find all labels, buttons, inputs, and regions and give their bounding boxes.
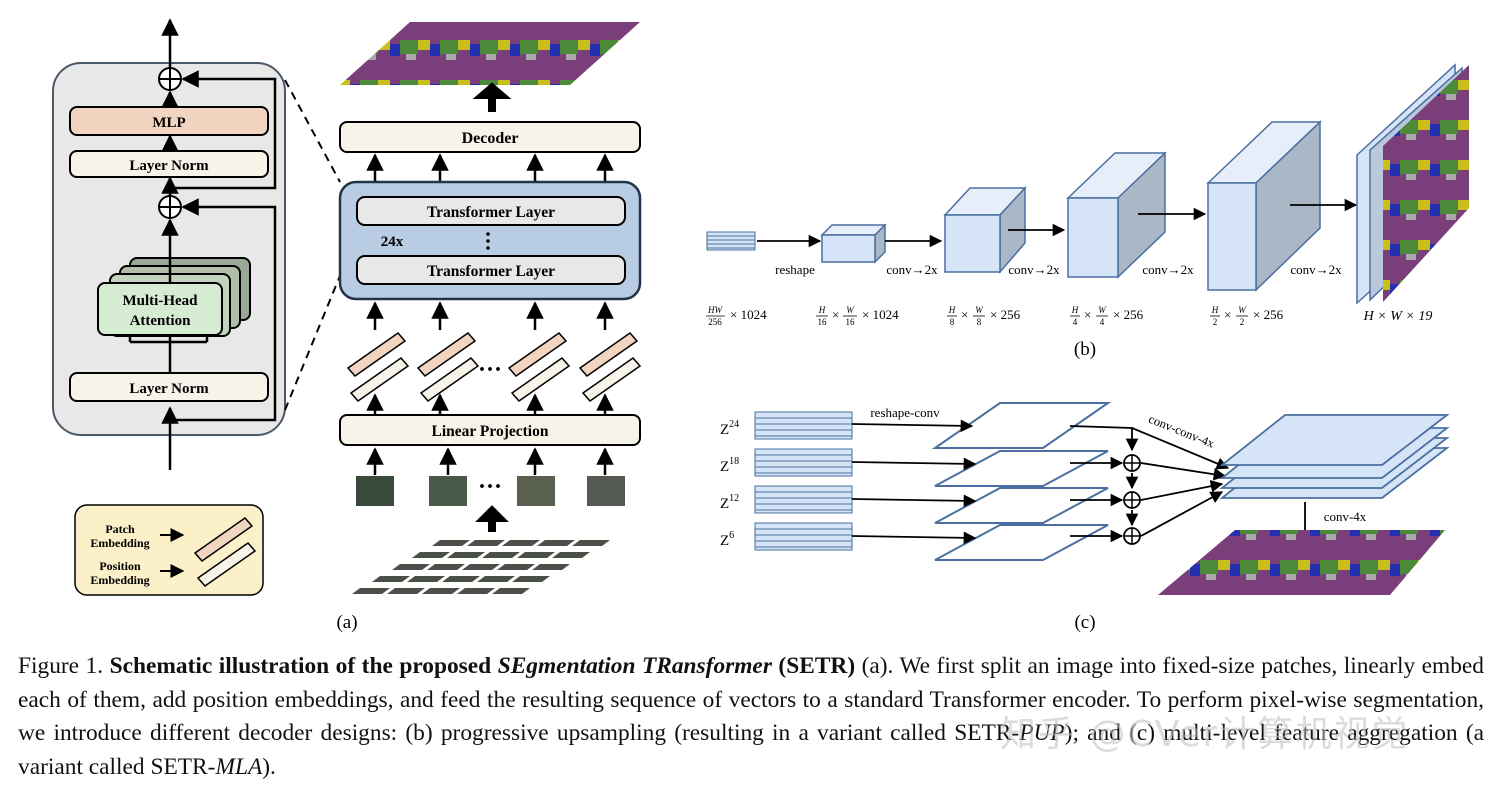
svg-text:×: × (961, 307, 968, 322)
conv-conv-4x-label: conv-conv-4x (1147, 412, 1217, 451)
caption-setr: (SETR) (778, 653, 856, 679)
z12-label: Z12 (720, 493, 739, 512)
svg-text:HW: HW (707, 305, 723, 315)
final-output-b (1356, 63, 1469, 305)
caption-mla: MLA (215, 753, 263, 780)
shape-label-2: H 8 × W 8 × 256 (947, 305, 1021, 327)
panel-b: reshape conv→2x conv→2x conv→2x (706, 63, 1469, 360)
watermark: 知乎 @CVer计算机视觉 (1000, 714, 1410, 755)
segmentation-output-a (340, 22, 640, 85)
decoder-label: Decoder (462, 130, 519, 147)
ellipsis-embeddings: ··· (478, 357, 502, 383)
sequence-stacks-c (754, 411, 853, 551)
svg-text:×: × (1084, 307, 1091, 322)
input-patch-grid (352, 540, 610, 594)
step-conv-1: conv→2x (886, 262, 938, 277)
caption-bold-italic: SEgmentation TRansformer (497, 653, 772, 679)
svg-text:8: 8 (977, 317, 982, 327)
shape-label-3: H 4 × W 4 × 256 (1070, 305, 1144, 327)
svg-text:16: 16 (846, 317, 856, 327)
step-conv-3: conv→2x (1142, 262, 1194, 277)
transformer-encoder-block: Multi-Head Attention Layer Norm Layer No… (52, 18, 286, 470)
shape-label-1: H 16 × W 16 × 1024 (816, 305, 899, 327)
svg-text:× 256: × 256 (990, 307, 1021, 322)
feature-planes (931, 402, 1112, 561)
caption-pup: PUP (1019, 720, 1065, 746)
attention-label-line1: Multi-Head (123, 293, 199, 309)
image-patches (356, 476, 625, 506)
figure-caption: Figure 1. Schematic illustration of the … (18, 650, 1484, 784)
svg-text:× 256: × 256 (1253, 307, 1284, 322)
svg-text:H: H (1211, 305, 1219, 315)
svg-text:4: 4 (1073, 317, 1078, 327)
patch-embeddings (346, 331, 642, 403)
svg-text:H: H (948, 305, 956, 315)
feature-cube-4 (1206, 120, 1322, 292)
layer-norm-top: Layer Norm (129, 158, 209, 174)
panel-b-label: (b) (1074, 339, 1096, 360)
sequence-stack (706, 231, 756, 251)
svg-text:256: 256 (708, 317, 722, 327)
svg-text:2: 2 (1213, 317, 1218, 327)
patch-embedding-label-2: Embedding (90, 536, 149, 550)
reshape-conv-label: reshape-conv (870, 405, 940, 420)
z18-label: Z18 (720, 456, 739, 475)
patch-embedding-label-1: Patch (105, 522, 135, 536)
attention-label-line2: Attention (130, 313, 191, 329)
svg-text:×: × (832, 307, 839, 322)
z6-label: Z6 (720, 530, 734, 549)
z24-label: Z24 (720, 419, 739, 438)
panel-c: Z24 Z18 Z12 Z6 reshape-conv (720, 402, 1450, 633)
position-embedding-label-1: Position (99, 559, 141, 573)
transformer-layer-bottom: Transformer Layer (427, 263, 555, 280)
svg-text:×: × (1224, 307, 1231, 322)
svg-text:16: 16 (818, 317, 828, 327)
ellipsis-patches: ··· (478, 474, 502, 500)
layer-norm-bottom: Layer Norm (129, 381, 209, 397)
svg-text:W: W (1238, 305, 1247, 315)
shape-label-0: HW 256 × 1024 (706, 305, 767, 327)
conv-4x-label: conv-4x (1324, 509, 1367, 524)
panel-c-label: (c) (1074, 612, 1095, 633)
final-shape-label: H × W × 19 (1363, 309, 1433, 324)
position-embedding-label-2: Embedding (90, 573, 149, 587)
feature-cube-3 (1066, 151, 1167, 279)
caption-text-2: ); and (c) multi-level feature aggregati… (18, 720, 1484, 780)
caption-bold: Schematic illustration of the proposed (109, 653, 492, 679)
svg-text:× 1024: × 1024 (862, 307, 899, 322)
aggregated-stack (1219, 414, 1450, 499)
linear-projection-label: Linear Projection (432, 423, 549, 440)
svg-text:W: W (846, 305, 855, 315)
caption-prefix: Figure 1. (18, 653, 104, 679)
feature-cube-1 (820, 223, 887, 264)
svg-text:H: H (1071, 305, 1079, 315)
caption-text-3: ). (262, 753, 276, 780)
aggregation-nodes (1123, 454, 1141, 545)
step-reshape: reshape (775, 262, 815, 277)
repeat-label: 24x (381, 234, 404, 250)
step-conv-2: conv→2x (1008, 262, 1060, 277)
caption-text-1: (a). We first split an image into fixed-… (18, 653, 1485, 746)
panel-a-label: (a) (336, 612, 357, 633)
svg-text:8: 8 (950, 317, 955, 327)
figure: Multi-Head Attention Layer Norm Layer No… (52, 18, 1469, 633)
mlp-label: MLP (152, 115, 185, 131)
svg-text:× 256: × 256 (1113, 307, 1144, 322)
svg-text:W: W (975, 305, 984, 315)
shape-label-4: H 2 × W 2 × 256 (1210, 305, 1284, 327)
feature-cube-2 (943, 186, 1027, 275)
transformer-layer-top: Transformer Layer (427, 204, 555, 221)
panel-a: Multi-Head Attention Layer Norm Layer No… (52, 18, 642, 633)
svg-text:× 1024: × 1024 (730, 307, 767, 322)
svg-text:W: W (1098, 305, 1107, 315)
step-conv-4: conv→2x (1290, 262, 1342, 277)
svg-text:H: H (818, 305, 826, 315)
svg-text:2: 2 (1240, 317, 1245, 327)
svg-text:4: 4 (1100, 317, 1105, 327)
segmentation-output-c (1158, 530, 1445, 595)
embedding-legend: Patch Embedding Position Embedding (74, 504, 264, 596)
